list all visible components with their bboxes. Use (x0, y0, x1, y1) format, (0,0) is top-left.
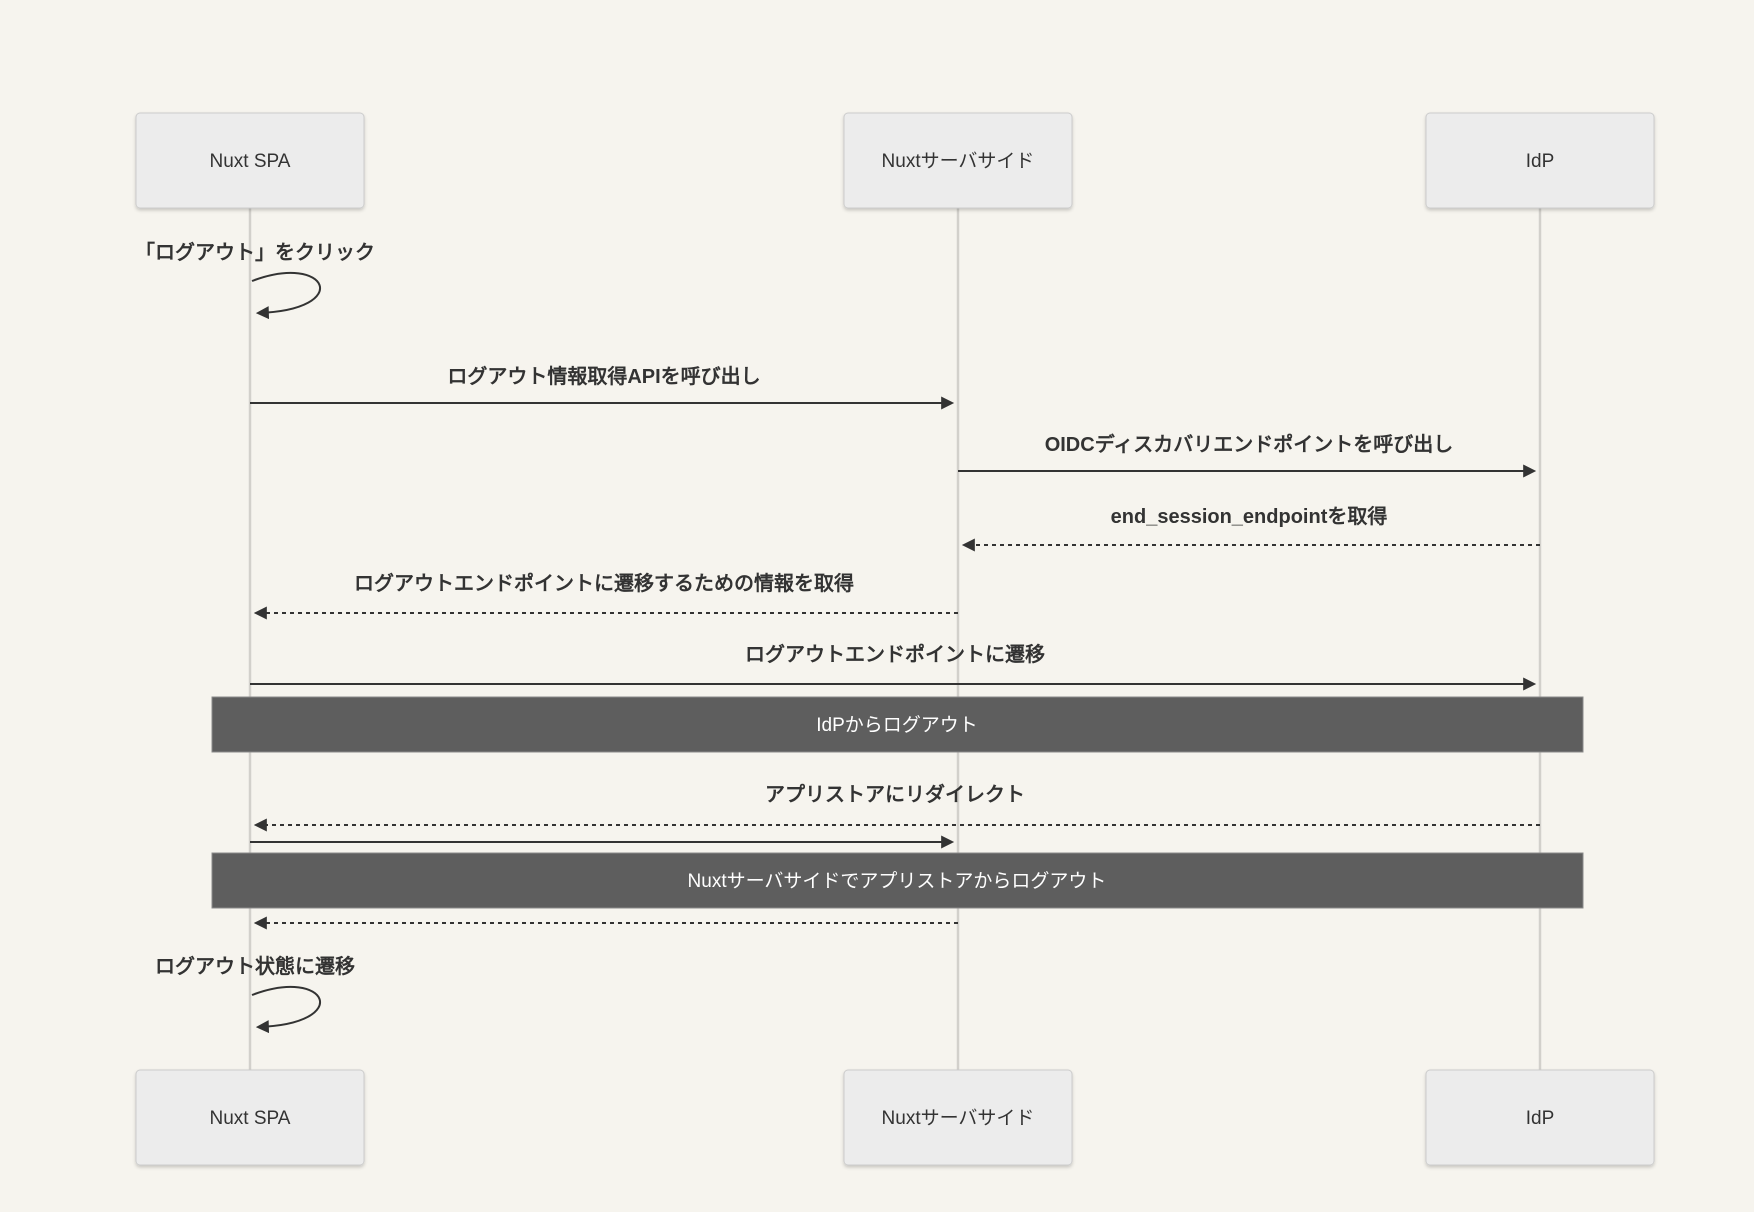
note-band-idp-logout: IdPからログアウト (211, 696, 1584, 753)
note-band-label-idp-logout: IdPからログアウト (816, 714, 978, 736)
actor-box (135, 1069, 365, 1166)
message-label-go-logout-endpoint: ログアウトエンドポイントに遷移 (745, 642, 1045, 666)
actor-label-nuxt-server: Nuxtサーバサイド (882, 1108, 1035, 1129)
actor-top-idp: IdP (1425, 112, 1655, 209)
actor-box (843, 112, 1073, 209)
note-band-server-appstore-logout: Nuxtサーバサイドでアプリストアからログアウト (211, 852, 1584, 909)
actor-label-idp: IdP (1526, 151, 1555, 172)
actor-box (135, 112, 365, 209)
note-band-rect (211, 696, 1584, 753)
actor-label-nuxt-server: Nuxtサーバサイド (882, 151, 1035, 172)
actor-top-nuxt-spa: Nuxt SPA (135, 112, 365, 209)
self-loop-arrow-logout-click (251, 271, 321, 320)
actor-bottom-nuxt-spa: Nuxt SPA (135, 1069, 365, 1166)
message-label-logout-click: 「ログアウト」をクリック (135, 240, 375, 264)
actor-box (843, 1069, 1073, 1166)
actor-top-nuxt-server: Nuxtサーバサイド (843, 112, 1073, 209)
actor-bottom-nuxt-server: Nuxtサーバサイド (843, 1069, 1073, 1166)
message-label-call-logout-api: ログアウト情報取得APIを呼び出し (447, 364, 760, 388)
message-label-get-end-session-endpoint: end_session_endpointを取得 (1111, 504, 1388, 528)
message-label-call-oidc-discovery: OIDCディスカバリエンドポイントを呼び出し (1045, 432, 1454, 456)
message-label-get-logout-redirect-info: ログアウトエンドポイントに遷移するための情報を取得 (354, 571, 854, 595)
note-band-label-server-appstore-logout: Nuxtサーバサイドでアプリストアからログアウト (688, 870, 1107, 892)
actor-label-nuxt-spa: Nuxt SPA (210, 151, 291, 172)
message-label-redirect-to-app: アプリストアにリダイレクト (765, 782, 1025, 806)
actor-label-idp: IdP (1526, 1108, 1555, 1129)
actor-box (1425, 1069, 1655, 1166)
actor-box (1425, 112, 1655, 209)
actor-label-nuxt-spa: Nuxt SPA (210, 1108, 291, 1129)
actor-bottom-idp: IdP (1425, 1069, 1655, 1166)
self-loop-arrow-logout-state (251, 985, 321, 1034)
message-label-logout-state: ログアウト状態に遷移 (155, 954, 355, 978)
note-band-rect (211, 852, 1584, 909)
